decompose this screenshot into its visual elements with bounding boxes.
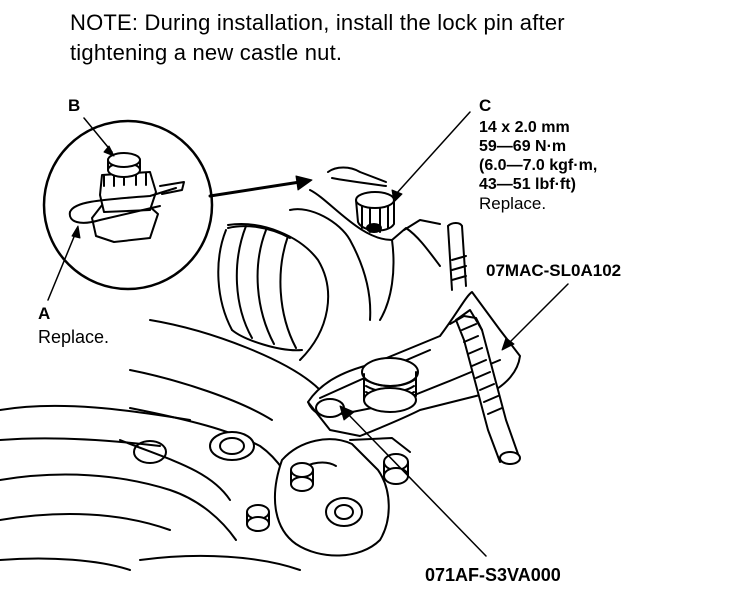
callout-a-replace: Replace. <box>38 327 110 347</box>
knuckle-and-boot <box>217 189 467 361</box>
lower-control-arm <box>0 319 411 571</box>
castle-nut-c <box>355 111 471 233</box>
castle-nut-spec: 14 x 2.0 mm 59—69 N·m (6.0—7.0 kgf·m, 43… <box>479 118 597 213</box>
callout-b: B <box>68 96 81 115</box>
spec-torque-lbfft: 43—51 lbf·ft) <box>479 176 576 193</box>
ball-joint-remover-tool <box>307 283 569 465</box>
callout-c: C <box>479 96 492 115</box>
spec-torque-nm: 59—69 N·m <box>479 138 567 155</box>
installation-note: NOTE: During installation, install the l… <box>70 8 710 68</box>
detail-arrow <box>208 175 313 198</box>
note-line-1: NOTE: During installation, install the l… <box>70 10 565 35</box>
tool-label-ball-joint-remover: 07MAC-SL0A102 <box>486 261 622 280</box>
note-line-2: tightening a new castle nut. <box>70 40 343 65</box>
tool-label-adapter: 071AF-S3VA000 <box>425 565 561 585</box>
adapter-pointer <box>339 405 487 557</box>
castle-nut-detail-inset <box>42 117 214 301</box>
lock-pin <box>327 166 387 187</box>
callout-a: A <box>38 304 51 323</box>
callout-c-replace: Replace. <box>479 194 547 213</box>
spec-thread-size: 14 x 2.0 mm <box>479 119 570 136</box>
spec-torque-kgfm: (6.0—7.0 kgf·m, <box>479 157 598 174</box>
